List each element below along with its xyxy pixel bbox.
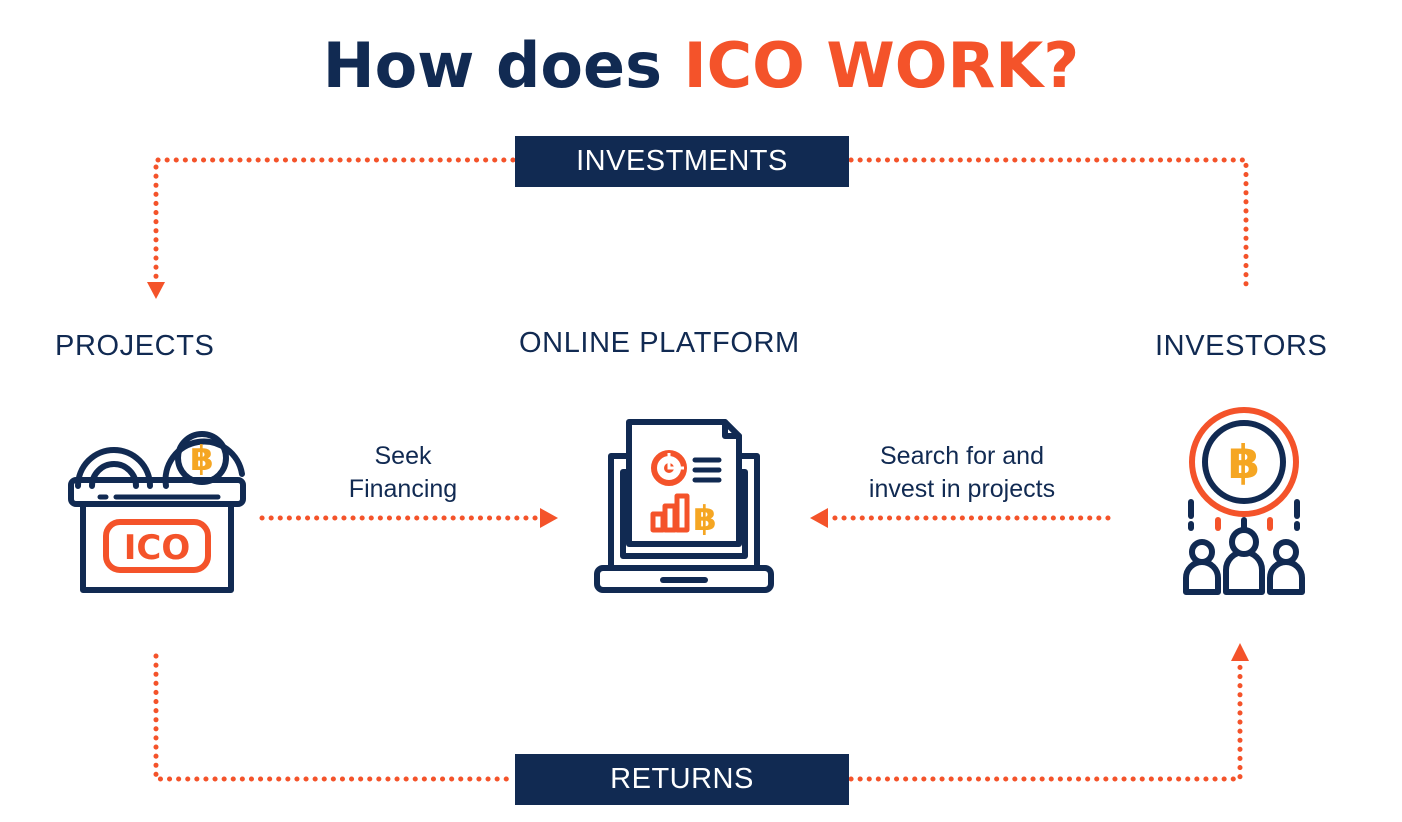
returns-connector-left [153,653,516,782]
ico-badge-text: ICO [124,528,191,568]
seek-financing-line2: Financing [348,475,458,503]
returns-banner: RETURNS [515,754,849,805]
search-invest-line1: Search for and [880,442,1044,470]
ico-box-coins-icon: ฿ ICO [68,431,246,593]
svg-text:฿: ฿ [190,439,214,479]
arrow-up-to-investors [1231,643,1249,661]
investors-label: INVESTORS [1155,330,1328,362]
title-part-ico-work: ICO WORK? [683,29,1080,102]
online-platform-label: ONLINE PLATFORM [519,327,800,359]
investors-bitcoin-icon: ฿ [1183,407,1305,595]
search-invest-line2: invest in projects [868,475,1056,503]
projects-label: PROJECTS [55,330,215,362]
investments-connector-left [153,157,516,285]
arrow-left-to-platform [810,508,828,528]
seek-financing-line1: Seek [374,442,432,470]
svg-text:฿: ฿ [693,499,717,539]
title-part-how-does: How does [322,29,684,102]
laptop-report-icon: ฿ [594,419,774,593]
seek-financing-label: Seek Financing [318,440,488,506]
page-title: How does ICO WORK? [0,26,1402,106]
returns-connector-right [848,657,1243,782]
search-invest-label: Search for and invest in projects [846,440,1078,506]
arrow-right-to-platform [540,508,558,528]
arrow-down-to-projects [147,282,165,299]
investments-connector-right [848,157,1249,291]
investments-banner: INVESTMENTS [515,136,849,187]
svg-text:฿: ฿ [1228,435,1260,489]
